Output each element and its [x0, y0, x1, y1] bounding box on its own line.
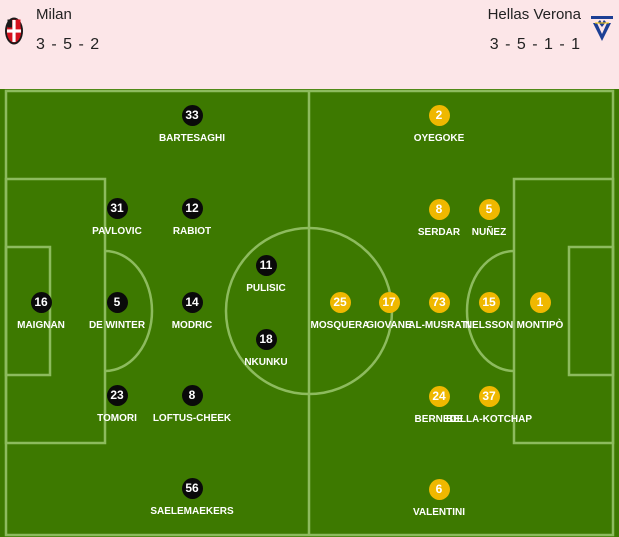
- player-number-badge: 5: [106, 292, 128, 313]
- player-home-rabiot[interactable]: 12 RABIOT: [122, 198, 262, 237]
- player-name: MOSQUERA: [310, 320, 370, 331]
- player-home-saelemaekers[interactable]: 56 SAELEMAEKERS: [122, 478, 262, 517]
- player-away-montipo[interactable]: 1 MONTIPÒ: [470, 292, 610, 331]
- player-name: MODRIC: [171, 320, 213, 331]
- player-away-bella-kotchap[interactable]: 37 BELLA-KOTCHAP: [419, 386, 559, 425]
- ac-milan-crest-icon: [4, 16, 24, 51]
- player-home-nkunku[interactable]: 18 NKUNKU: [196, 329, 336, 368]
- player-number-badge: 33: [181, 105, 203, 126]
- player-number-badge: 23: [106, 385, 128, 406]
- player-number-badge: 25: [329, 292, 351, 313]
- player-number-badge: 12: [181, 198, 203, 219]
- player-name: MAIGNAN: [17, 320, 65, 331]
- player-number-badge: 31: [106, 198, 128, 219]
- player-away-nelsson[interactable]: 15 NELSSON: [419, 292, 559, 331]
- player-number-badge: 15: [478, 292, 500, 313]
- player-away-serdar[interactable]: 8 SERDAR: [369, 199, 509, 238]
- match-header: Milan 3 - 5 - 2 Hellas Verona 3 - 5 - 1 …: [0, 0, 619, 89]
- player-number-badge: 2: [428, 105, 450, 126]
- player-home-maignan[interactable]: 16 MAIGNAN: [0, 292, 111, 331]
- player-away-bernede[interactable]: 24 BERNEDE: [369, 386, 509, 425]
- player-name: BERNEDE: [414, 414, 464, 425]
- player-home-de-winter[interactable]: 5 DE WINTER: [47, 292, 187, 331]
- player-number-badge: 8: [181, 385, 203, 406]
- player-name: BARTESAGHI: [158, 133, 226, 144]
- player-number-badge: 8: [428, 199, 450, 220]
- player-number-badge: 73: [428, 292, 450, 313]
- home-formation: 3 - 5 - 2: [36, 36, 101, 53]
- player-home-loftus-cheek[interactable]: 8 LOFTUS-CHEEK: [122, 385, 262, 424]
- player-name: OYEGOKE: [413, 133, 465, 144]
- player-name: TOMORI: [97, 413, 137, 424]
- player-name: LOFTUS-CHEEK: [152, 413, 232, 424]
- player-home-pulisic[interactable]: 11 PULISIC: [196, 255, 336, 294]
- player-home-pavlovic[interactable]: 31 PAVLOVIC: [47, 198, 187, 237]
- player-name: NKUNKU: [244, 357, 288, 368]
- player-name: NELSSON: [464, 320, 514, 331]
- player-number-badge: 11: [255, 255, 277, 276]
- player-away-valentini[interactable]: 6 VALENTINI: [369, 479, 509, 518]
- hellas-verona-crest-icon: [589, 14, 615, 49]
- player-name: RABIOT: [172, 226, 212, 237]
- away-team-name: Hellas Verona: [487, 6, 581, 23]
- player-number-badge: 56: [181, 478, 203, 499]
- player-name: SERDAR: [417, 227, 461, 238]
- player-name: VALENTINI: [412, 507, 466, 518]
- player-home-bartesaghi[interactable]: 33 BARTESAGHI: [122, 105, 262, 144]
- player-away-nunez[interactable]: 5 NUÑEZ: [419, 199, 559, 238]
- player-home-tomori[interactable]: 23 TOMORI: [47, 385, 187, 424]
- pitch-markings: [4, 89, 615, 537]
- player-number-badge: 37: [478, 386, 500, 407]
- home-team-name: Milan: [36, 6, 72, 23]
- player-name: AL-MUSRATI: [408, 320, 470, 331]
- player-name: BELLA-KOTCHAP: [445, 414, 533, 425]
- player-number-badge: 6: [428, 479, 450, 500]
- player-number-badge: 18: [255, 329, 277, 350]
- player-away-oyegoke[interactable]: 2 OYEGOKE: [369, 105, 509, 144]
- pitch: 33 BARTESAGHI 31 PAVLOVIC 12 RABIOT 16 M…: [0, 89, 619, 537]
- player-home-modric[interactable]: 14 MODRIC: [122, 292, 262, 331]
- player-name: NUÑEZ: [471, 227, 507, 238]
- player-number-badge: 24: [428, 386, 450, 407]
- player-away-al-musrati[interactable]: 73 AL-MUSRATI: [369, 292, 509, 331]
- player-number-badge: 14: [181, 292, 203, 313]
- player-name: GIOVANE: [366, 320, 412, 331]
- player-name: SAELEMAEKERS: [150, 506, 234, 517]
- player-number-badge: 1: [529, 292, 551, 313]
- player-number-badge: 17: [378, 292, 400, 313]
- player-name: MONTIPÒ: [516, 320, 564, 331]
- player-name: DE WINTER: [88, 320, 146, 331]
- player-name: PULISIC: [246, 283, 286, 294]
- player-number-badge: 5: [478, 199, 500, 220]
- player-number-badge: 16: [30, 292, 52, 313]
- player-away-mosquera[interactable]: 25 MOSQUERA: [270, 292, 410, 331]
- away-formation: 3 - 5 - 1 - 1: [489, 36, 581, 53]
- player-name: PAVLOVIC: [92, 226, 142, 237]
- player-away-giovane[interactable]: 17 GIOVANE: [319, 292, 459, 331]
